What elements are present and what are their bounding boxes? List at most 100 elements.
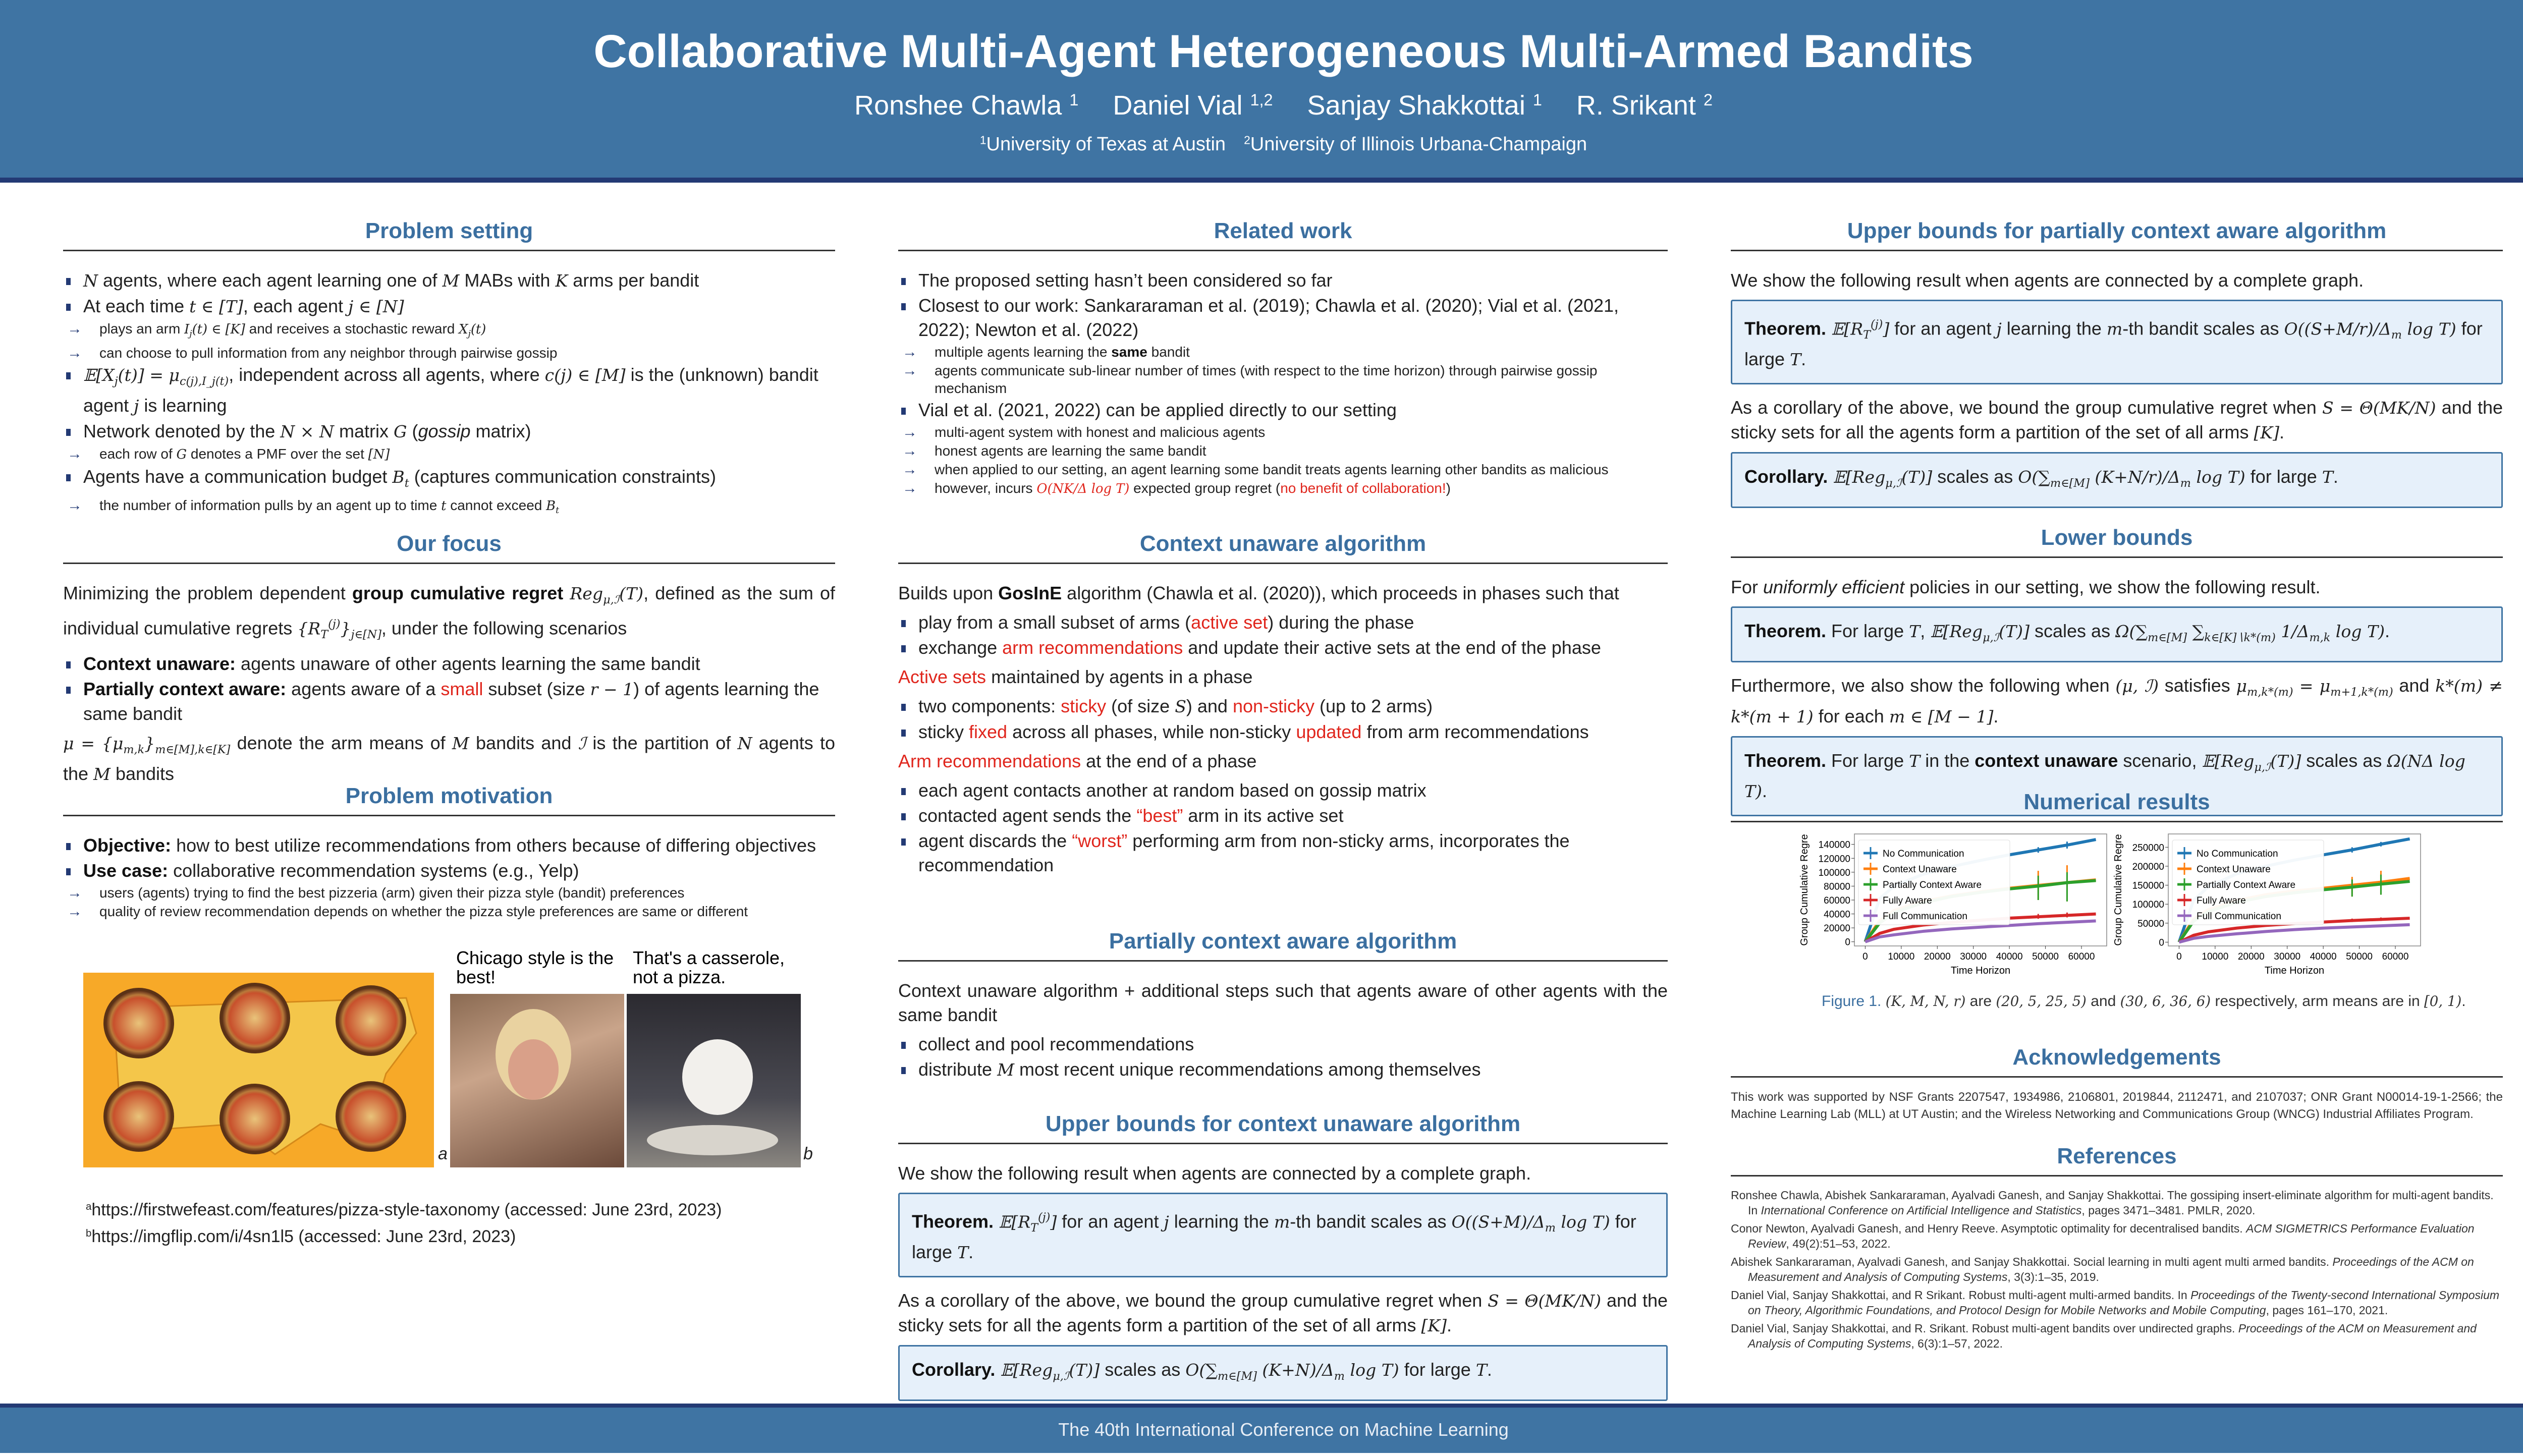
highlight-text: Active sets bbox=[898, 666, 986, 687]
text-segment: , 6(3):1–57, 2022. bbox=[1911, 1337, 2003, 1350]
y-axis-label: Group Cumulative Regre bbox=[2113, 834, 2124, 945]
y-tick-label: 60000 bbox=[1824, 895, 1850, 906]
text-segment: , defined as the sum of individual cumul… bbox=[63, 583, 835, 639]
text-segment: . bbox=[1993, 705, 1999, 726]
text-segment bbox=[1881, 993, 1885, 1010]
emphasis-text: Theorem. bbox=[1744, 750, 1827, 771]
text-segment: the number of information pulls by an ag… bbox=[99, 497, 442, 513]
math-expression: 𝔼[Reg bbox=[1000, 1360, 1053, 1380]
text-segment: Minimizing the problem dependent bbox=[63, 583, 352, 603]
math-subscript: T bbox=[1030, 1221, 1038, 1235]
text-segment: scenario, bbox=[2118, 750, 2202, 771]
text-segment: cannot exceed bbox=[446, 497, 546, 513]
pizza-style-map-image bbox=[83, 973, 434, 1167]
text-segment: across all phases, while non-sticky bbox=[1007, 721, 1296, 742]
x-tick-label: 50000 bbox=[2032, 951, 2059, 962]
paragraph: Furthermore, we also show the following … bbox=[1731, 674, 2503, 729]
text-segment: (up to 2 arms) bbox=[1314, 696, 1433, 716]
content-list: We show the following result when agents… bbox=[898, 1161, 1668, 1401]
math-subscript: T bbox=[1863, 328, 1871, 342]
emphasis-text: Theorem. bbox=[1744, 621, 1827, 641]
bullet-item: play from a small subset of arms (active… bbox=[898, 610, 1668, 635]
footnote-text: https://firstwefeast.com/features/pizza-… bbox=[91, 1200, 722, 1219]
pizza-icon bbox=[336, 1081, 406, 1152]
emphasis-text: Corollary. bbox=[912, 1359, 996, 1380]
section-heading: Partially context aware algorithm bbox=[898, 926, 1668, 962]
text-segment: each agent contacts another at random ba… bbox=[918, 780, 1427, 801]
y-tick-label: 140000 bbox=[1819, 840, 1850, 851]
math-expression: (t) bbox=[470, 322, 486, 337]
text-segment: for each bbox=[1813, 705, 1889, 726]
math-expression: log T) bbox=[1344, 1360, 1399, 1380]
text-segment: matrix bbox=[334, 420, 394, 441]
math-expression: 𝔼[Reg bbox=[1930, 622, 1983, 641]
content-list: Builds upon GosInE algorithm (Chawla et … bbox=[898, 581, 1668, 877]
math-expression: (t) ∈ [K] bbox=[192, 322, 245, 337]
math-subscript: c(j),I_j(t) bbox=[180, 374, 229, 388]
bullet-item: Partially context aware: agents aware of… bbox=[63, 677, 835, 726]
math-expression: log T) bbox=[2401, 319, 2456, 339]
y-tick-label: 20000 bbox=[1824, 923, 1850, 934]
bullet-item: exchange arm recommendations and update … bbox=[898, 636, 1668, 660]
text-segment: play from a small subset of arms ( bbox=[918, 612, 1191, 633]
text-segment: when applied to our setting, an agent le… bbox=[935, 462, 1609, 477]
text-segment: . bbox=[1487, 1359, 1492, 1380]
legend-label: Fully Aware bbox=[1883, 895, 1932, 906]
text-segment: denotes a PMF over the set bbox=[187, 445, 368, 462]
math-expression: r − 1 bbox=[590, 679, 634, 699]
text-segment: agents, where each agent learning one of bbox=[97, 270, 443, 291]
emphasis-text: GosInE bbox=[998, 583, 1062, 603]
sub-bullet-item: →can choose to pull information from any… bbox=[63, 344, 835, 362]
math-expression: j bbox=[1996, 319, 2002, 339]
math-expression: (30, 6, 36, 6) bbox=[2120, 993, 2211, 1010]
poster-header: Collaborative Multi-Agent Heterogeneous … bbox=[0, 0, 2523, 178]
y-tick-label: 50000 bbox=[2137, 919, 2164, 929]
math-expression: c(j) ∈ [M] bbox=[544, 365, 626, 385]
arrow-icon: → bbox=[67, 903, 82, 920]
text-segment: . bbox=[2385, 621, 2390, 641]
text-segment: Daniel Vial, Sanjay Shakkottai, and R. S… bbox=[1731, 1322, 2238, 1335]
legend-box bbox=[2172, 839, 2324, 925]
math-expression: M bbox=[93, 764, 111, 784]
math-expression: (t)] = μ bbox=[118, 365, 180, 385]
result-box: Theorem. 𝔼[RT(j)] for an agent j learnin… bbox=[898, 1193, 1668, 1278]
bullet-item: Objective: how to best utilize recommend… bbox=[63, 833, 835, 858]
section-lower-bounds: Lower bounds For uniformly efficient pol… bbox=[1731, 523, 2503, 827]
math-expression: (T)] bbox=[1999, 622, 2030, 641]
text-segment: Agents have a communication budget bbox=[83, 466, 393, 487]
math-expression: j bbox=[1164, 1212, 1169, 1232]
arrow-icon: → bbox=[902, 480, 917, 496]
result-box: Corollary. 𝔼[Regμ,ℐ(T)] scales as O(∑m∈[… bbox=[898, 1345, 1668, 1401]
section-numerical-results: Numerical results bbox=[1731, 787, 2503, 839]
math-subscript: j∈[N] bbox=[351, 628, 381, 641]
math-expression: B bbox=[546, 498, 556, 514]
section-problem-motivation: Problem motivation Objective: how to bes… bbox=[63, 781, 835, 921]
x-tick-label: 10000 bbox=[1888, 951, 1914, 962]
text-segment: and bbox=[2086, 993, 2120, 1010]
text-segment: bandit bbox=[1147, 344, 1190, 360]
legend-label: Partially Context Aware bbox=[1883, 880, 1982, 890]
math-expression: log T) bbox=[2330, 622, 2385, 641]
math-subscript: m∈[M],k∈[K] bbox=[155, 743, 231, 756]
figure-label-b: b bbox=[803, 1144, 813, 1163]
text-segment: quality of review recommendation depends… bbox=[99, 904, 748, 919]
text-segment: multiple agents learning the bbox=[935, 344, 1112, 360]
text-segment: Ronshee Chawla, Abishek Sankararaman, Ay… bbox=[1731, 1189, 2494, 1217]
section-heading: Related work bbox=[898, 216, 1668, 251]
text-segment: contacted agent sends the bbox=[918, 805, 1137, 826]
text-segment: . bbox=[968, 1242, 974, 1263]
text-segment: agents communicate sub-linear number of … bbox=[935, 363, 1598, 396]
highlight-text: non-sticky bbox=[1232, 696, 1315, 716]
bullet-item: N agents, where each agent learning one … bbox=[63, 268, 835, 293]
text-segment: , independent across all agents, where bbox=[229, 364, 545, 385]
text-segment: multi-agent system with honest and malic… bbox=[935, 424, 1266, 440]
math-expression: m bbox=[2106, 319, 2123, 339]
text-segment: how to best utilize recommendations from… bbox=[171, 835, 816, 856]
text-segment: -th bandit scales as bbox=[1290, 1211, 1452, 1232]
math-subscript: T bbox=[320, 628, 328, 641]
pizza-icon bbox=[220, 1084, 290, 1154]
y-tick-label: 250000 bbox=[2132, 843, 2164, 853]
sub-bullet-item: →multi-agent system with honest and mali… bbox=[898, 423, 1668, 441]
paragraph: Arm recommendations at the end of a phas… bbox=[898, 749, 1668, 773]
